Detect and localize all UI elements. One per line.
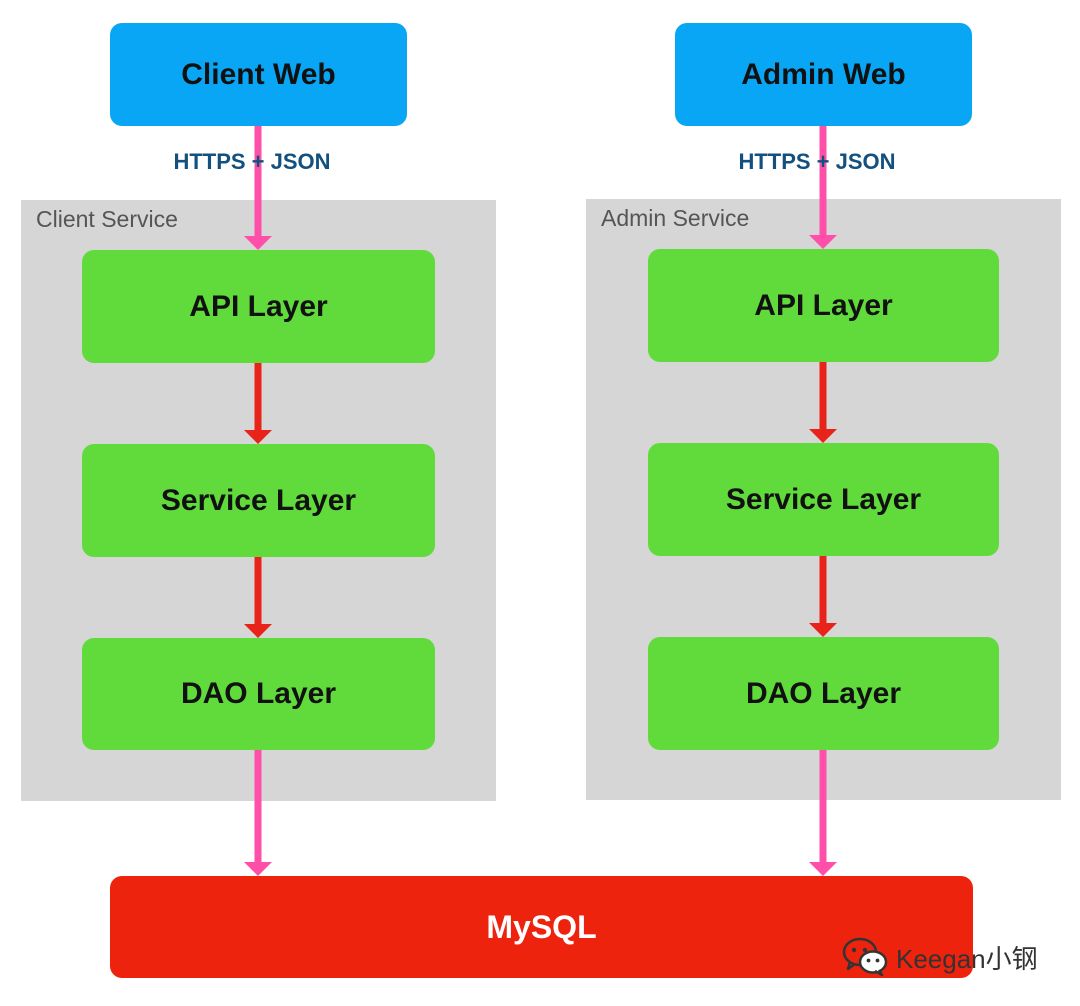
client-dao-layer: DAO Layer [82, 638, 435, 750]
client-service-label: Client Service [36, 206, 178, 232]
watermark-text: Keegan小钢 [896, 943, 1038, 974]
client-api-to-service-arrowhead [244, 430, 272, 444]
client-service-layer: Service Layer [82, 444, 435, 557]
admin-web-to-api-arrowhead [809, 235, 837, 249]
client-service-to-dao-arrowhead [244, 624, 272, 638]
admin-web-box: Admin Web [675, 23, 972, 126]
admin-protocol-label: HTTPS + JSON [738, 149, 896, 174]
client-dao-to-mysql-arrowhead [244, 862, 272, 876]
admin-arrows [809, 126, 837, 876]
client-protocol-label: HTTPS + JSON [173, 149, 331, 174]
watermark: Keegan小钢 [842, 935, 1038, 979]
admin-dao-layer: DAO Layer [648, 637, 999, 750]
wechat-icon [842, 937, 888, 977]
admin-api-layer: API Layer [648, 249, 999, 362]
admin-dao-to-mysql-arrowhead [809, 862, 837, 876]
admin-service-label: Admin Service [601, 205, 750, 231]
client-web-to-api-arrowhead [244, 236, 272, 250]
mysql-database: MySQL [110, 876, 973, 978]
admin-api-to-service-arrowhead [809, 429, 837, 443]
admin-service-layer: Service Layer [648, 443, 999, 556]
client-api-layer: API Layer [82, 250, 435, 363]
client-arrows [244, 126, 272, 876]
admin-service-to-dao-arrowhead [809, 623, 837, 637]
client-web-box: Client Web [110, 23, 407, 126]
